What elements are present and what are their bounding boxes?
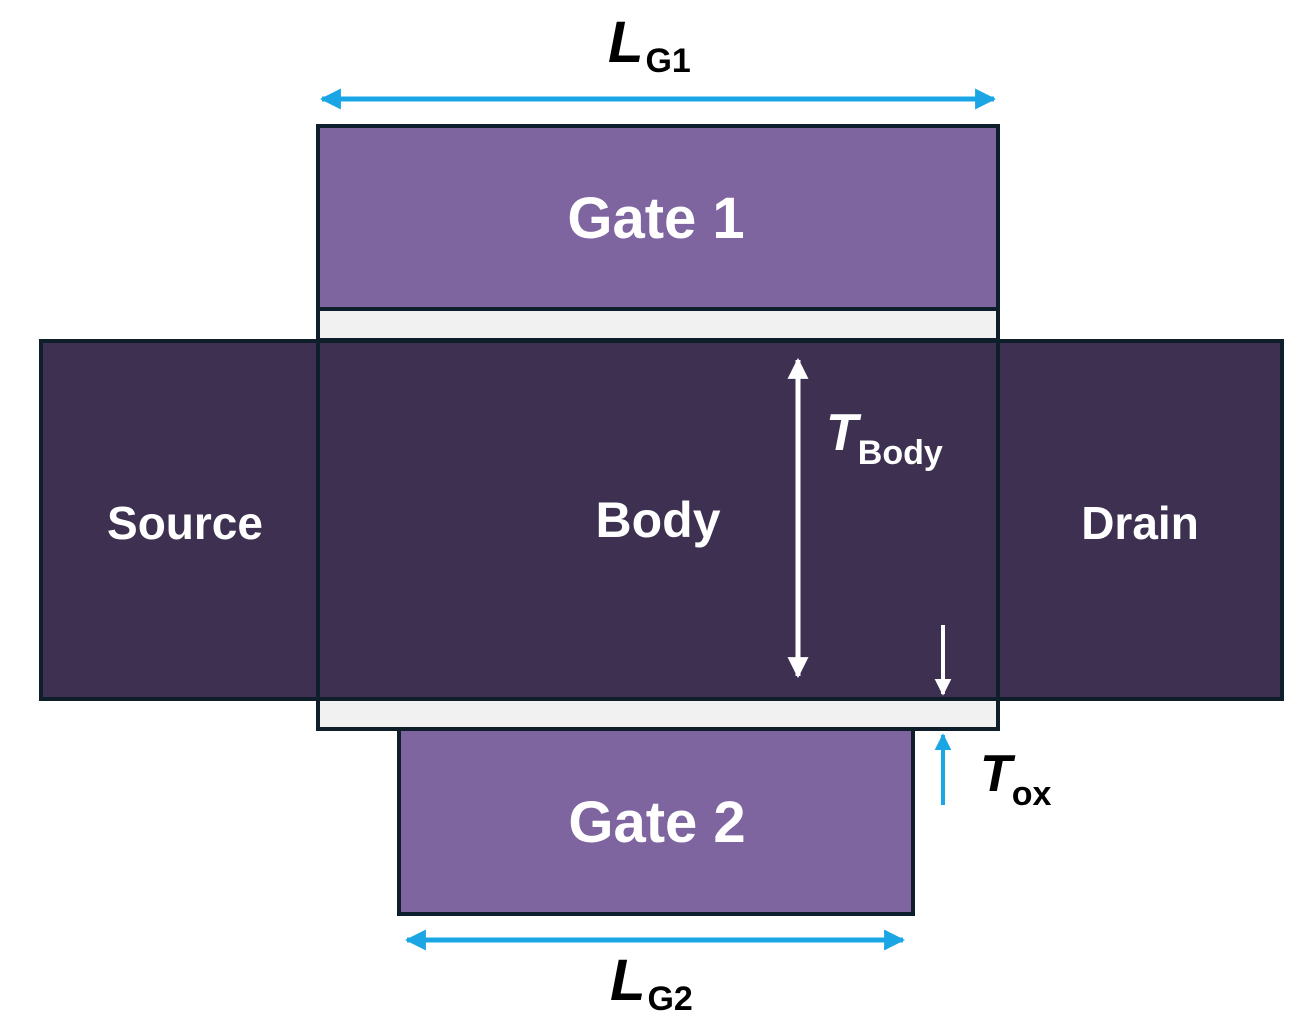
- source-label: Source: [107, 497, 263, 549]
- gate-1-block: [316, 124, 1000, 311]
- lg2-label: LG2: [610, 948, 693, 1018]
- drain-label: Drain: [1081, 497, 1199, 549]
- source-region: [39, 339, 320, 701]
- gate-2-block: [397, 727, 915, 916]
- drain-region: [996, 339, 1284, 701]
- tox-label: Tox: [980, 745, 1052, 813]
- tox-main-symbol: T: [980, 745, 1016, 803]
- tbody-main-symbol: T: [826, 404, 862, 462]
- body-region: [316, 339, 1000, 701]
- bottom-oxide-layer: [316, 697, 1000, 731]
- lg1-main-symbol: L: [608, 10, 643, 75]
- lg2-subscript: G2: [647, 980, 692, 1018]
- top-oxide-layer: [316, 307, 1000, 342]
- lg1-label: LG1: [608, 10, 691, 80]
- lg2-main-symbol: L: [610, 948, 645, 1013]
- tbody-label: TBody: [826, 404, 943, 472]
- tox-subscript: ox: [1012, 775, 1052, 813]
- gate-1-label: Gate 1: [567, 186, 744, 251]
- lg1-subscript: G1: [645, 42, 690, 80]
- body-label: Body: [596, 492, 721, 548]
- tbody-subscript: Body: [858, 434, 943, 472]
- gate-2-label: Gate 2: [568, 790, 745, 855]
